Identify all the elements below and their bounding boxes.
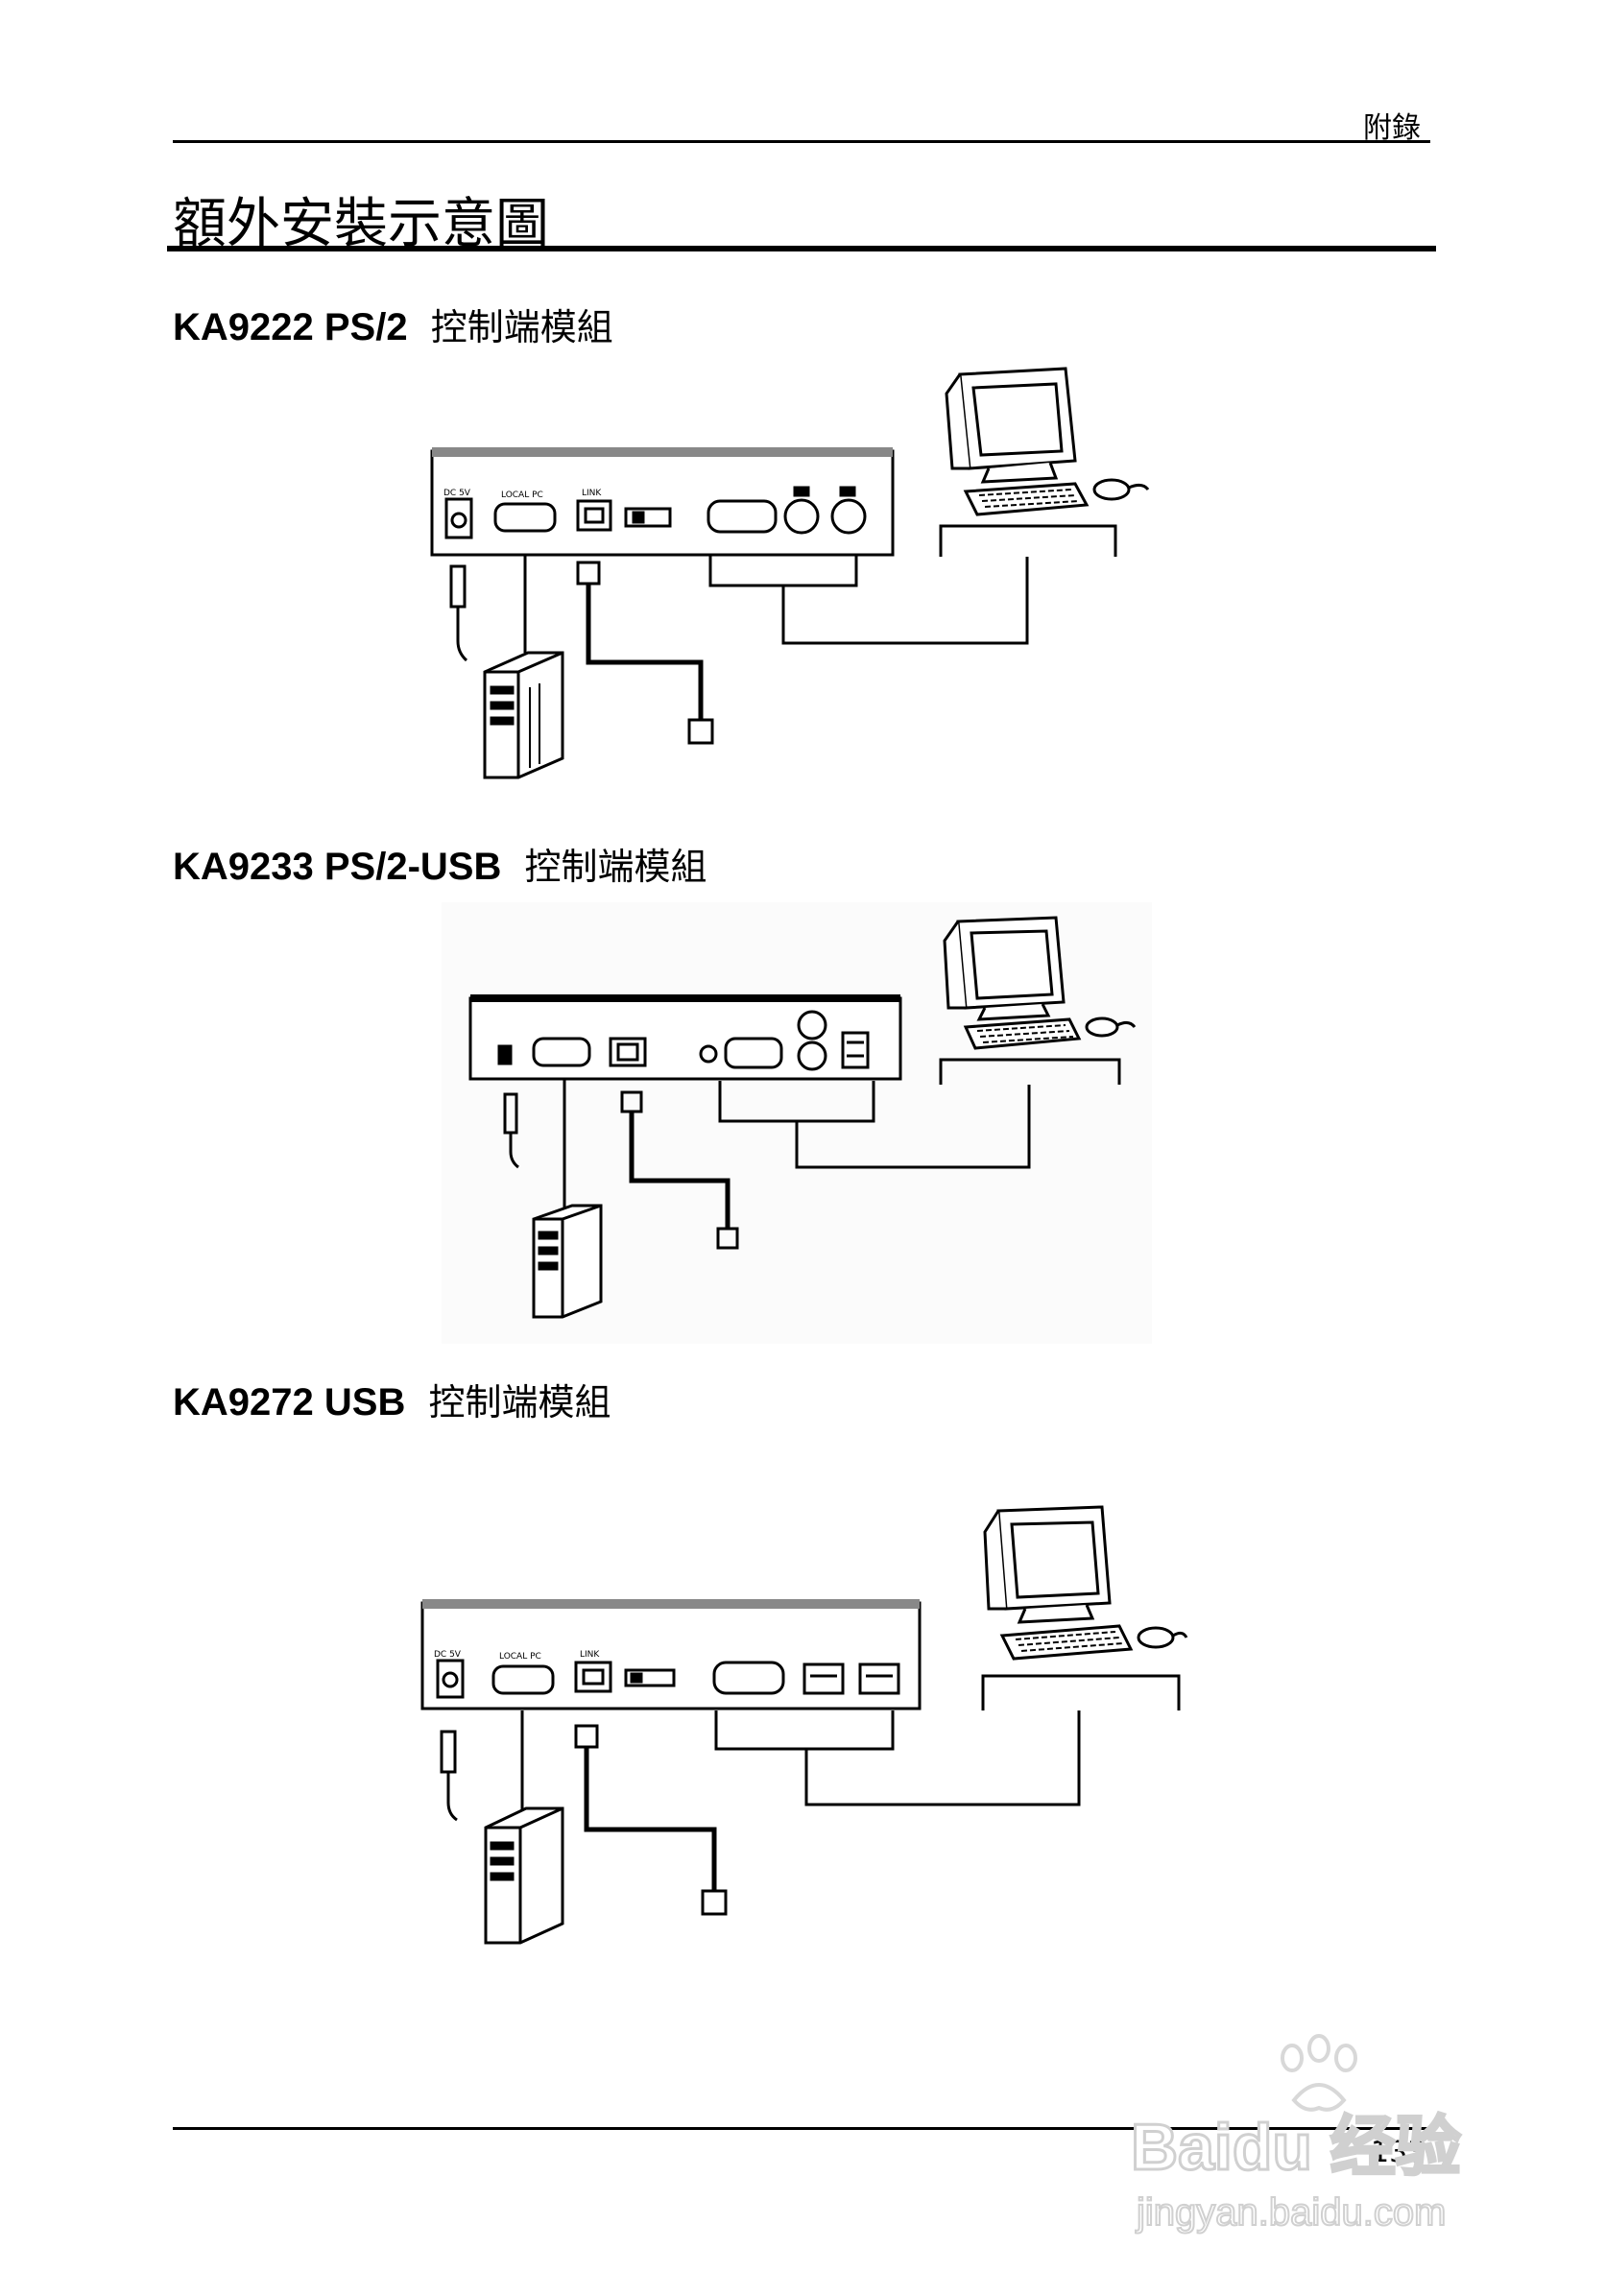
diagram-ka9233 bbox=[442, 902, 1152, 1344]
dc-label: DC 5V bbox=[443, 489, 471, 498]
section-model: KA9222 PS/2 bbox=[173, 306, 408, 348]
local-pc-port bbox=[532, 1037, 591, 1067]
link-port bbox=[574, 1661, 612, 1693]
monitor bbox=[983, 1505, 1112, 1624]
monitor bbox=[943, 916, 1066, 1021]
section-heading-ka9272: KA9272 USB 控制端模組 bbox=[173, 1373, 611, 1425]
section-suffix: 控制端模組 bbox=[430, 306, 613, 348]
ps2-keyboard-port bbox=[783, 498, 820, 535]
console-vga-port bbox=[707, 499, 778, 534]
mouse bbox=[1137, 1626, 1188, 1649]
ps2-mouse-port bbox=[797, 1040, 827, 1071]
page-number: 133 bbox=[1371, 2136, 1426, 2169]
footer-rule bbox=[173, 2127, 1430, 2130]
ps2-mouse-port bbox=[830, 498, 867, 535]
keyboard bbox=[963, 482, 1090, 516]
running-head: 附錄 bbox=[1363, 111, 1421, 145]
header-rule bbox=[173, 140, 1430, 143]
pc-tower bbox=[484, 1806, 564, 1945]
section-suffix: 控制端模組 bbox=[428, 1381, 611, 1423]
page-title: 額外安裝示意圖 bbox=[173, 193, 549, 255]
title-rule bbox=[167, 246, 1436, 251]
section-model: KA9233 PS/2-USB bbox=[173, 846, 502, 888]
dc-jack bbox=[444, 497, 473, 539]
pc-tower bbox=[483, 651, 564, 779]
mouse bbox=[1085, 1016, 1137, 1038]
switch bbox=[497, 1044, 513, 1065]
audio-port bbox=[699, 1044, 718, 1064]
ps2-keyboard-port bbox=[797, 1010, 827, 1040]
keyboard bbox=[999, 1624, 1134, 1661]
switch bbox=[624, 1668, 676, 1687]
console-unit bbox=[420, 1601, 922, 1710]
mouse bbox=[1092, 478, 1150, 501]
section-suffix: 控制端模組 bbox=[524, 846, 707, 888]
console-unit bbox=[468, 996, 902, 1081]
console-unit bbox=[430, 449, 895, 557]
monitor bbox=[945, 367, 1077, 484]
console-vga-port bbox=[712, 1661, 785, 1695]
dc-label: DC 5V bbox=[434, 1650, 462, 1660]
link-label: LINK bbox=[580, 1650, 600, 1660]
local-pc-label: LOCAL PC bbox=[499, 1652, 541, 1662]
local-pc-port bbox=[491, 1664, 555, 1695]
watermark-text: Baidu 经验 bbox=[1131, 2111, 1461, 2184]
link-port bbox=[609, 1037, 647, 1067]
watermark-url: jingyan.baidu.com bbox=[1136, 2191, 1446, 2234]
link-label: LINK bbox=[582, 489, 602, 498]
section-model: KA9272 USB bbox=[173, 1381, 406, 1423]
local-pc-port bbox=[493, 502, 557, 533]
power-plug bbox=[440, 1730, 457, 1774]
baidu-watermark: Baidu 经验 jingyan.baidu.com bbox=[1131, 2034, 1462, 2235]
dc-jack bbox=[436, 1659, 465, 1699]
power-plug bbox=[449, 564, 467, 609]
local-pc-label: LOCAL PC bbox=[501, 490, 543, 500]
pc-tower bbox=[532, 1204, 603, 1319]
keyboard bbox=[963, 1017, 1082, 1050]
console-vga-port bbox=[724, 1037, 783, 1069]
section-heading-ka9233: KA9233 PS/2-USB 控制端模組 bbox=[173, 837, 707, 890]
usb-keyboard-port bbox=[802, 1662, 845, 1695]
switch bbox=[624, 507, 672, 528]
diagram-ka9272: DC 5V LOCAL PC LINK bbox=[420, 1505, 1188, 1945]
diagram-ka9222: DC 5V LOCAL PC LINK bbox=[430, 367, 1150, 779]
usb-mouse-port bbox=[858, 1662, 900, 1695]
usb-ports bbox=[841, 1031, 870, 1069]
section-heading-ka9222: KA9222 PS/2 控制端模組 bbox=[173, 298, 613, 350]
link-port bbox=[576, 499, 612, 532]
